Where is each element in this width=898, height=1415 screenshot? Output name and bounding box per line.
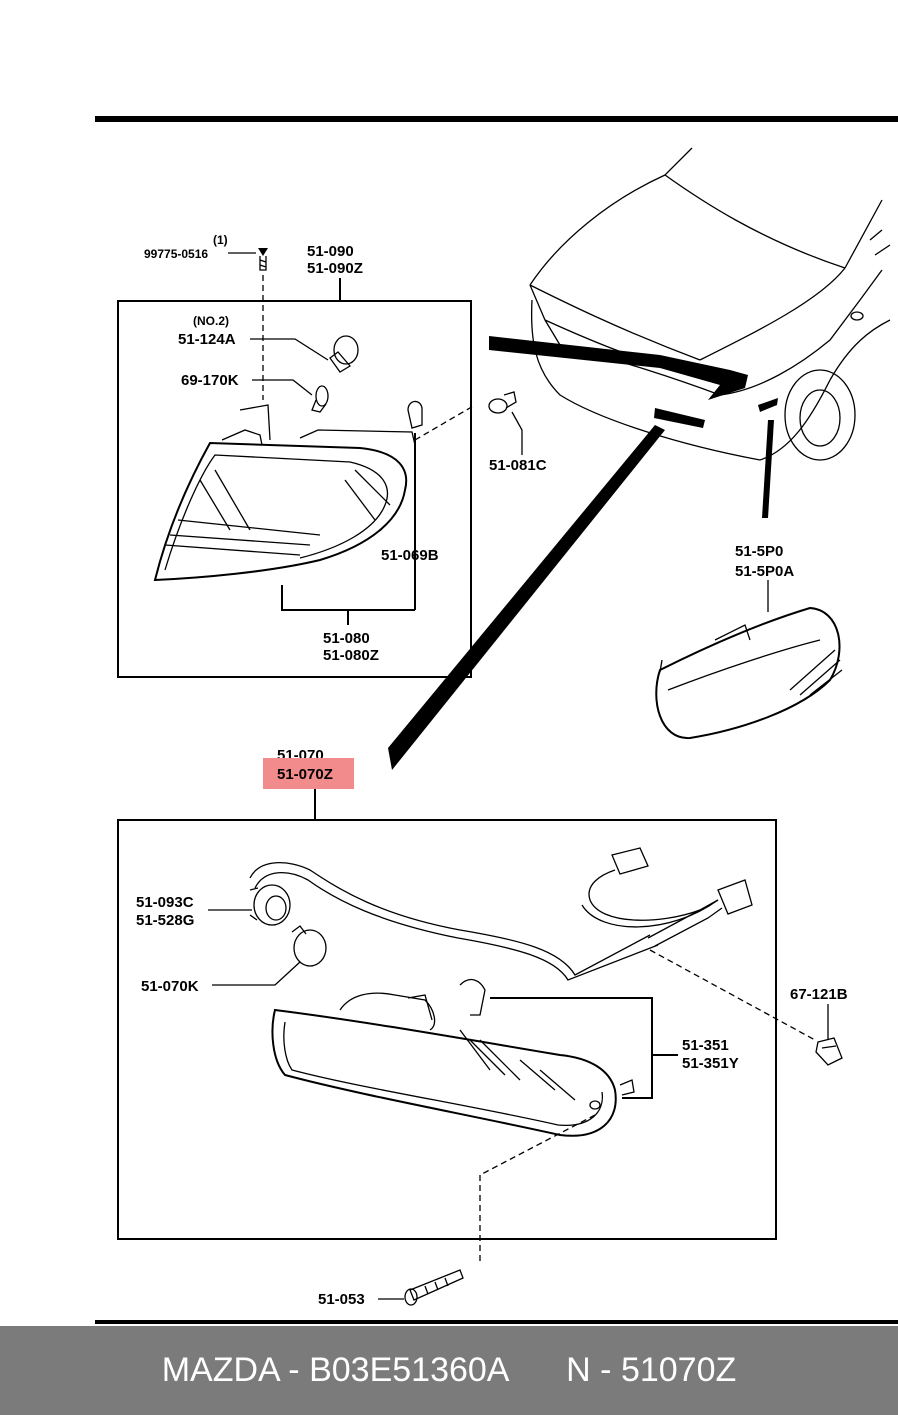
- footer-ref: N - 51070Z: [566, 1351, 737, 1389]
- front-lamp-body: [153, 400, 423, 582]
- main-lamp-body: [271, 978, 635, 1137]
- footer-brand-part: MAZDA - B03E51360A: [161, 1351, 510, 1389]
- pointer-main-lamp: [388, 425, 665, 770]
- lens-front-label-2: 51-080Z: [323, 647, 379, 664]
- main-part-label-2: 51-070Z: [277, 766, 333, 783]
- side-marker-lamp: [655, 606, 843, 740]
- bolt-qty-label: (1): [213, 233, 228, 247]
- bulb-icon: [329, 335, 359, 373]
- bolt-part-label: 99775-0516: [144, 247, 208, 261]
- pointer-bumper: [654, 408, 705, 428]
- pointer-side: [758, 398, 778, 412]
- socket-assembly-icon: [249, 884, 291, 926]
- footer-gap: [509, 1351, 566, 1390]
- front-lamp-box: [117, 300, 472, 678]
- main-bulb-label: 51-070K: [141, 978, 199, 995]
- assy-front-label-2: 51-090Z: [307, 260, 363, 277]
- clip-label: 67-121B: [790, 986, 848, 1003]
- screw-label: 51-053: [318, 1291, 365, 1308]
- main-lamp-box: [117, 819, 777, 1240]
- lens-front-label-1: 51-080: [323, 630, 370, 647]
- pointer-headlamp: [489, 336, 748, 400]
- lens-main-label-1: 51-351: [682, 1037, 729, 1054]
- bracket-label: 51-069B: [381, 547, 439, 564]
- socket-main-label-1: 51-093C: [136, 894, 194, 911]
- wiring-harness: [249, 847, 753, 981]
- small-bulb-icon: [311, 385, 329, 413]
- bulb-front-label: 51-124A: [178, 331, 236, 348]
- lens-main-label-2: 51-351Y: [682, 1055, 739, 1072]
- clip-icon: [815, 1037, 843, 1066]
- socket-label: 51-081C: [489, 457, 547, 474]
- socket-icon: [488, 391, 517, 414]
- bolt-icon: [258, 248, 268, 271]
- small-bulb-label: 69-170K: [181, 372, 239, 389]
- footer-bar: MAZDA - B03E51360A N - 51070Z: [0, 1326, 898, 1415]
- bulb-no-label: (NO.2): [193, 314, 229, 328]
- main-bulb-icon: [291, 925, 327, 967]
- screw-icon: [404, 1269, 464, 1306]
- top-rule: [95, 116, 898, 122]
- side-marker-label-1: 51-5P0: [735, 543, 783, 560]
- car-front-outline: [529, 147, 891, 461]
- assy-front-label-1: 51-090: [307, 243, 354, 260]
- highlight-box: [263, 758, 354, 789]
- pointer-side-marker: [762, 420, 774, 518]
- socket-main-label-2: 51-528G: [136, 912, 194, 929]
- bottom-rule: [95, 1320, 898, 1324]
- side-marker-label-2: 51-5P0A: [735, 563, 794, 580]
